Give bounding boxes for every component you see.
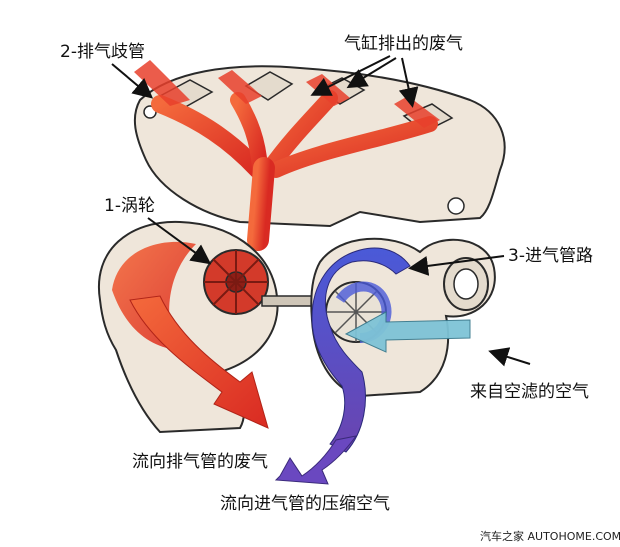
watermark: 汽车之家 AUTOHOME.COM.CN xyxy=(480,528,620,544)
watermark-domain: AUTOHOME.COM.CN xyxy=(527,530,620,543)
watermark-brand: 汽车之家 xyxy=(480,530,524,543)
label-compressed-air-to-intake: 流向进气管的压缩空气 xyxy=(220,494,390,514)
compressor-housing xyxy=(310,237,496,453)
exhaust-outlet-arrow xyxy=(129,295,269,429)
label-air-from-filter: 来自空滤的空气 xyxy=(470,382,589,402)
exhaust-manifold xyxy=(133,60,506,251)
compressed-air-outlet-arrow xyxy=(274,435,358,485)
label-exhaust-manifold: 2-排气歧管 xyxy=(60,42,145,62)
label-turbine: 1-涡轮 xyxy=(104,196,155,216)
filter-air-inlet-arrow xyxy=(344,311,471,353)
label-intake-pipe: 3-进气管路 xyxy=(508,246,593,266)
leader-lines xyxy=(111,55,531,367)
turbine-housing xyxy=(97,220,333,434)
turbine-wheel xyxy=(203,249,269,315)
label-cylinder-exhaust-gas: 气缸排出的废气 xyxy=(344,34,463,54)
label-exhaust-to-pipe: 流向排气管的废气 xyxy=(132,452,268,472)
